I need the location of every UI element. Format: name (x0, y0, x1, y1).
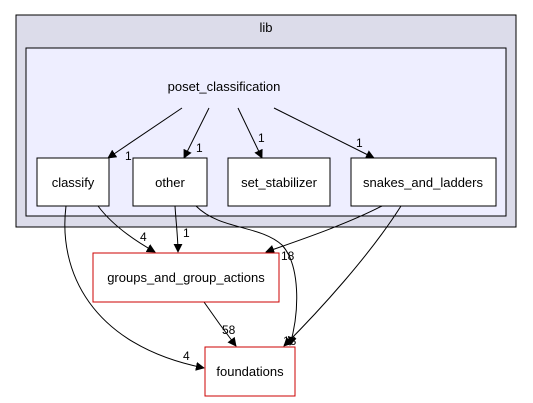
edge-snakes-foundations (283, 205, 402, 347)
edge-snakes-groups (265, 205, 383, 254)
node-other-label: other (155, 175, 185, 190)
edge-label-snakes-foundations: 18 (283, 334, 297, 348)
edge-label-classify-foundations: 4 (183, 349, 190, 363)
node-other[interactable]: other (132, 157, 208, 207)
node-classify-label: classify (52, 175, 95, 190)
edge-pc-snakes (273, 107, 375, 159)
edge-pc-classify (107, 107, 183, 159)
edge-label-pc-classify: 1 (125, 149, 132, 163)
node-groups-and-group-actions[interactable]: groups_and_group_actions (92, 252, 280, 303)
node-set-stabilizer[interactable]: set_stabilizer (227, 157, 331, 207)
edge-pc-set-stabilizer (237, 107, 263, 159)
node-classify[interactable]: classify (36, 157, 110, 207)
edge-label-groups-foundations: 58 (222, 323, 236, 337)
edge-classify-foundations (64, 205, 205, 371)
cluster-lib-label: lib (259, 20, 272, 35)
edge-other-groups (173, 205, 183, 253)
edge-label-other-groups: 1 (183, 226, 190, 240)
edge-label-pc-other: 1 (196, 141, 203, 155)
node-set-stabilizer-label: set_stabilizer (241, 175, 318, 190)
node-foundations[interactable]: foundations (204, 346, 296, 397)
node-foundations-label: foundations (216, 364, 284, 379)
cluster-poset-classification-label: poset_classification (168, 79, 281, 94)
edge-pc-other (183, 107, 210, 159)
edge-classify-groups (97, 205, 156, 253)
node-snakes-and-ladders-label: snakes_and_ladders (363, 175, 483, 190)
edge-label-classify-groups: 4 (140, 230, 147, 244)
edge-other-foundations (195, 205, 298, 346)
node-groups-and-group-actions-label: groups_and_group_actions (107, 270, 265, 285)
edge-label-pc-set-stabilizer: 1 (258, 131, 265, 145)
edge-groups-foundations (203, 301, 237, 347)
node-snakes-and-ladders[interactable]: snakes_and_ladders (350, 157, 497, 207)
edge-label-pc-snakes: 1 (356, 136, 363, 150)
edge-label-snakes-groups: 18 (281, 249, 295, 263)
